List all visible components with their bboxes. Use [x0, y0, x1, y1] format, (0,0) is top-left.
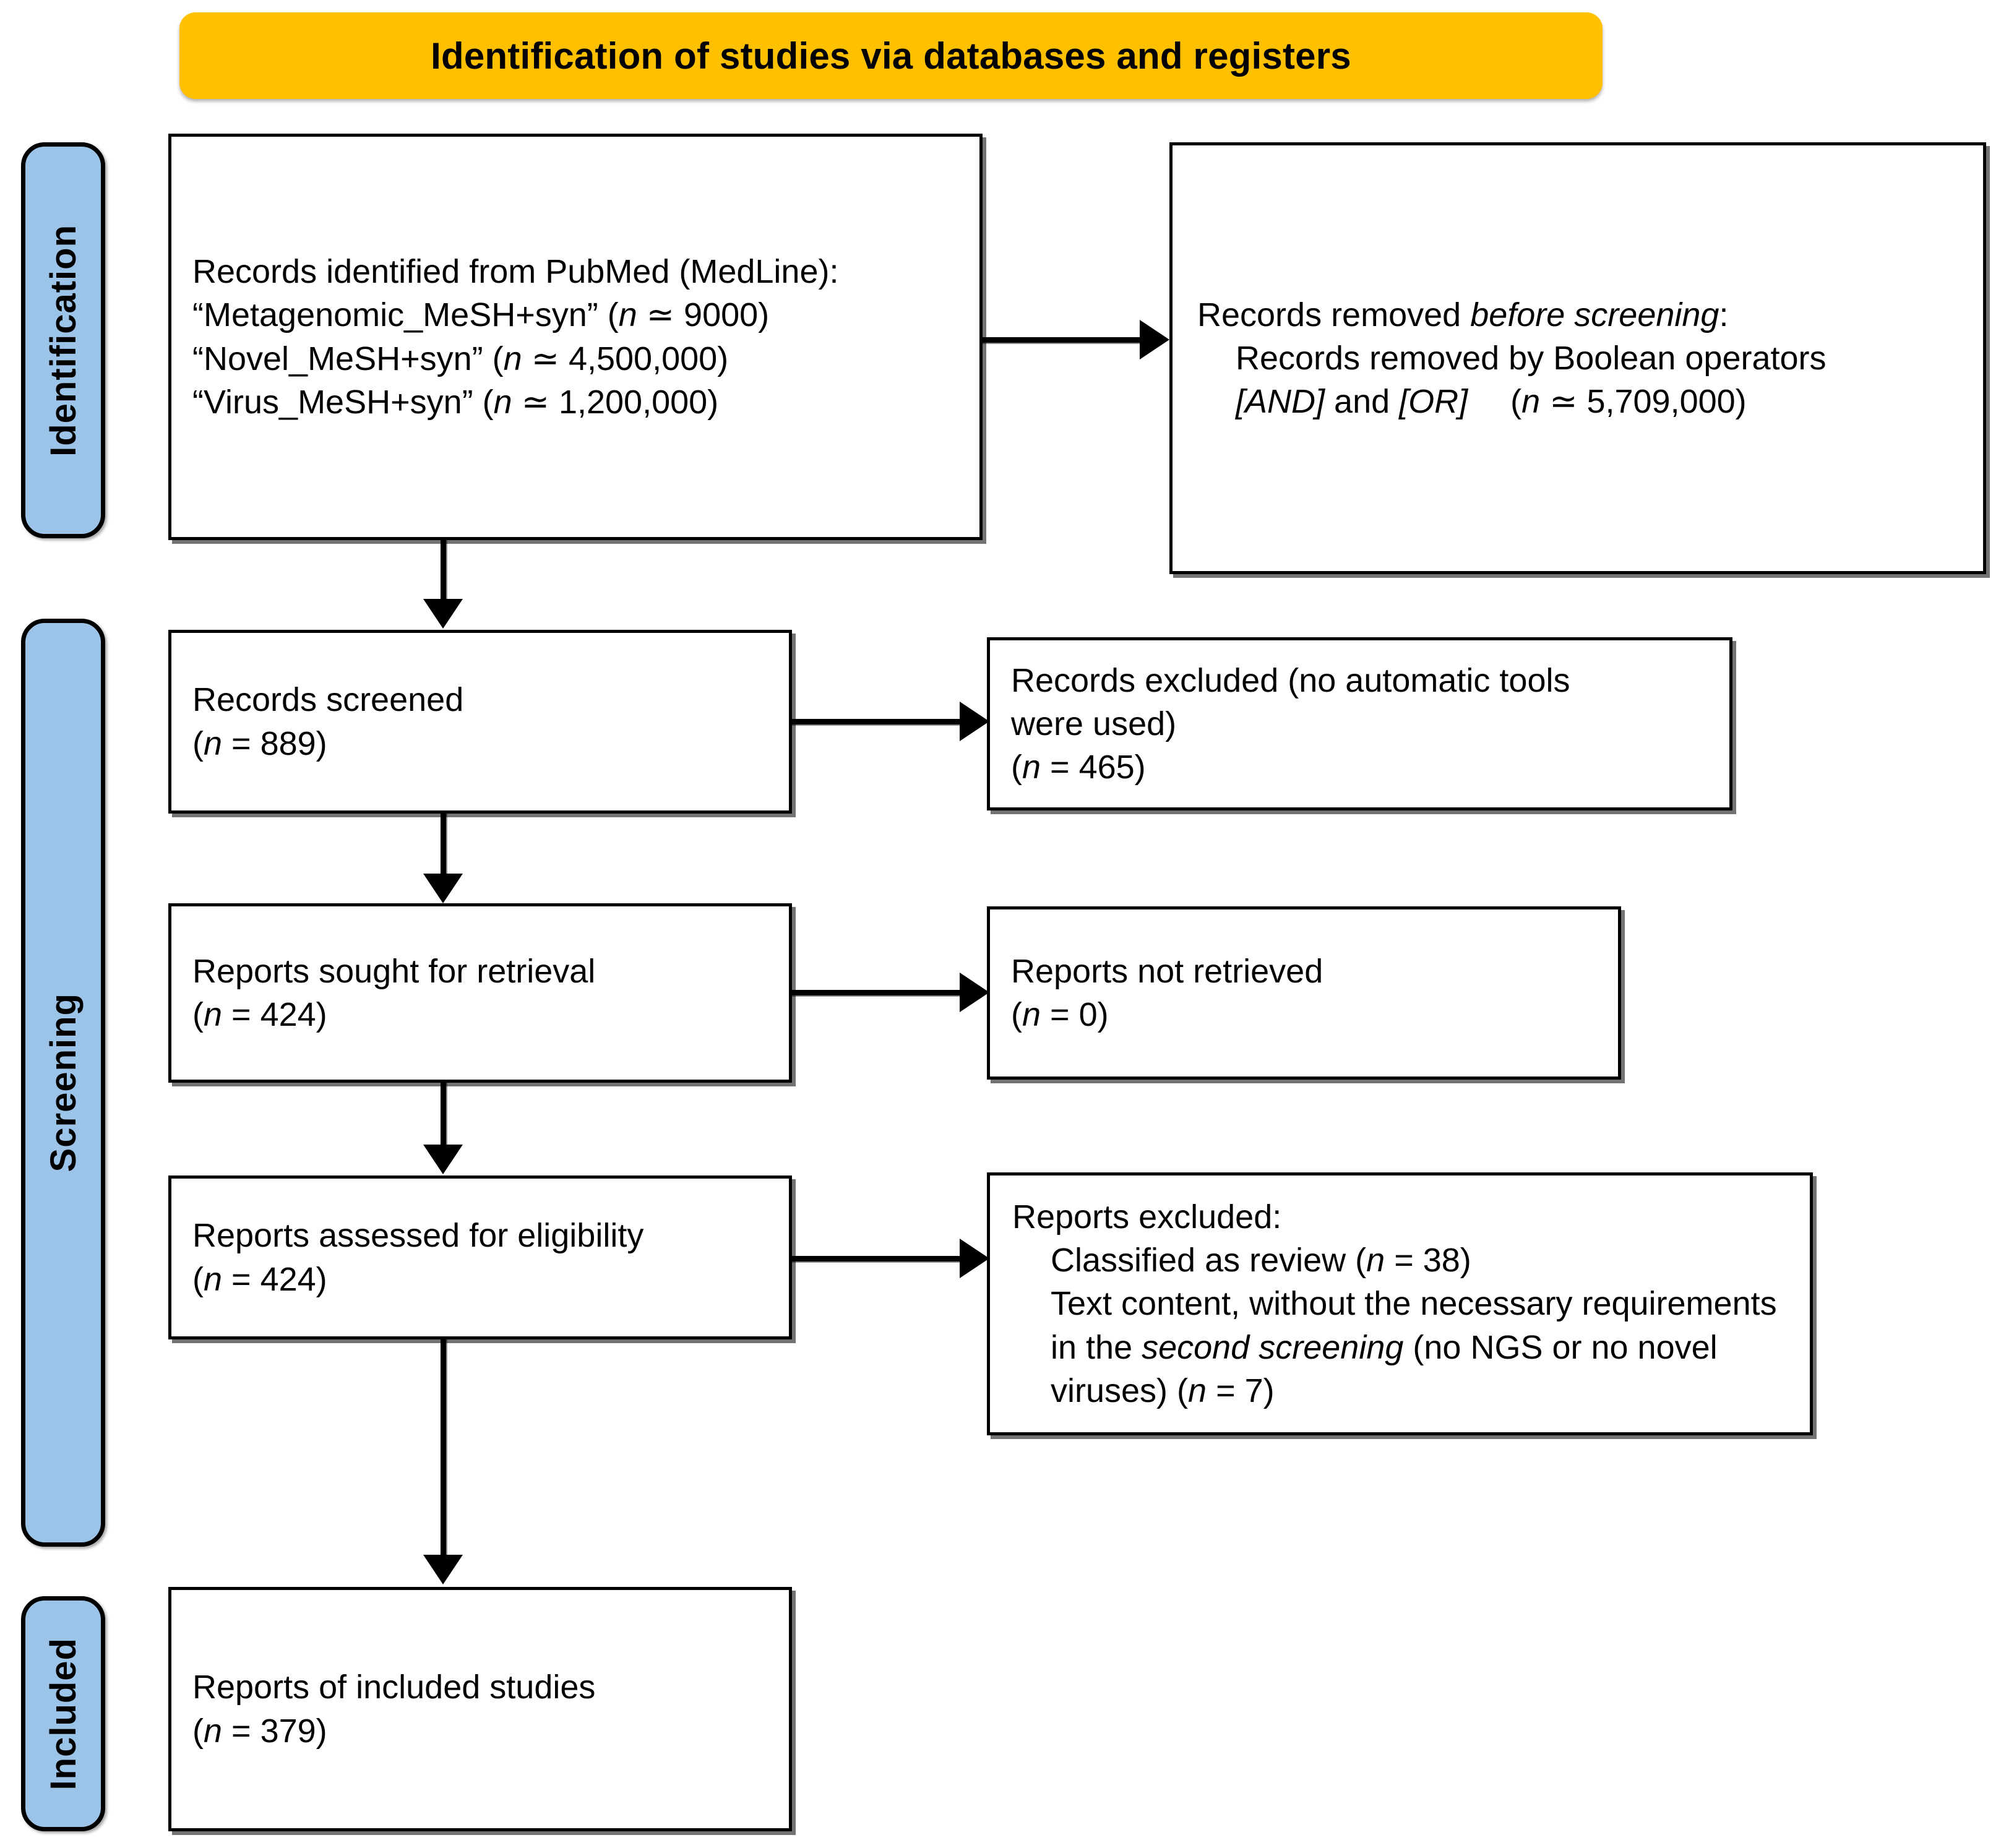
connector-assessed-to-excluded — [792, 1256, 962, 1261]
arrowhead-screened-to-sought — [423, 874, 463, 903]
arrowhead-assessed-to-included — [423, 1555, 463, 1584]
records-identified-line-3: “Novel_MeSH+syn” (n ≃ 4,500,000) — [192, 340, 729, 377]
arrowhead-sought-to-not-retrieved — [960, 973, 989, 1012]
stage-label-included: Included — [43, 1637, 84, 1790]
stage-label-screening: Screening — [43, 993, 84, 1172]
reports-sought-line-1: Reports sought for retrieval — [192, 952, 596, 990]
reports-excluded-line-2: Classified as review (n = 38) — [1051, 1242, 1471, 1279]
box-records-removed-before-screening: Records removed before screening: Record… — [1169, 142, 1986, 574]
box-records-excluded: Records excluded (no automatic tools wer… — [987, 637, 1732, 810]
reports-included-line-1: Reports of included studies — [192, 1669, 596, 1706]
records-excluded-line-1: Records excluded (no automatic tools — [1011, 661, 1570, 699]
records-removed-line-1: Records removed before screening: — [1197, 296, 1729, 333]
stage-bar-identification: Identification — [21, 142, 105, 538]
connector-sought-to-assessed — [441, 1083, 446, 1148]
reports-excluded-line-1: Reports excluded: — [1012, 1198, 1282, 1236]
arrowhead-identified-to-screened — [423, 599, 463, 629]
records-excluded-line-2: were used) — [1011, 705, 1177, 742]
arrowhead-sought-to-assessed — [423, 1145, 463, 1174]
reports-assessed-line-2: (n = 424) — [192, 1260, 327, 1298]
banner-identification-header: Identification of studies via databases … — [179, 12, 1603, 99]
connector-sought-to-not-retrieved — [792, 990, 962, 995]
arrowhead-assessed-to-excluded — [960, 1239, 989, 1278]
records-removed-line-3: [AND] and [OR] (n ≃ 5,709,000) — [1236, 383, 1747, 421]
records-identified-line-1: Records identified from PubMed (MedLine)… — [192, 253, 839, 291]
records-identified-line-2: “Metagenomic_MeSH+syn” (n ≃ 9000) — [192, 296, 770, 334]
box-records-screened: Records screened (n = 889) — [168, 630, 792, 814]
reports-not-retrieved-line-2: (n = 0) — [1011, 996, 1109, 1033]
box-reports-included: Reports of included studies (n = 379) — [168, 1587, 792, 1831]
connector-screened-to-excluded — [792, 719, 962, 724]
connector-identified-to-removed — [983, 337, 1142, 343]
reports-excluded-line-3: Text content, without the necessary requ… — [1051, 1285, 1777, 1409]
records-screened-line-2: (n = 889) — [192, 724, 327, 762]
reports-assessed-line-1: Reports assessed for eligibility — [192, 1217, 644, 1255]
reports-not-retrieved-line-1: Reports not retrieved — [1011, 952, 1323, 990]
records-identified-line-4: “Virus_MeSH+syn” (n ≃ 1,200,000) — [192, 383, 719, 421]
banner-title: Identification of studies via databases … — [431, 35, 1351, 77]
box-reports-not-retrieved: Reports not retrieved (n = 0) — [987, 906, 1621, 1080]
arrowhead-identified-to-removed — [1140, 320, 1169, 359]
records-excluded-line-3: (n = 465) — [1011, 749, 1146, 786]
connector-identified-to-screened — [441, 540, 446, 600]
connector-assessed-to-included — [441, 1339, 446, 1557]
stage-bar-screening: Screening — [21, 619, 105, 1547]
box-reports-sought: Reports sought for retrieval (n = 424) — [168, 903, 792, 1083]
box-reports-excluded: Reports excluded: Classified as review (… — [987, 1172, 1813, 1435]
records-screened-line-1: Records screened — [192, 681, 464, 719]
connector-screened-to-sought — [441, 814, 446, 877]
stage-label-identification: Identification — [43, 224, 84, 457]
records-removed-line-2: Records removed by Boolean operators — [1236, 339, 1827, 377]
reports-included-line-2: (n = 379) — [192, 1712, 327, 1750]
reports-sought-line-2: (n = 424) — [192, 996, 327, 1033]
box-records-identified: Records identified from PubMed (MedLine)… — [168, 134, 983, 540]
box-reports-assessed: Reports assessed for eligibility (n = 42… — [168, 1175, 792, 1339]
arrowhead-screened-to-excluded — [960, 702, 989, 741]
stage-bar-included: Included — [21, 1596, 105, 1831]
